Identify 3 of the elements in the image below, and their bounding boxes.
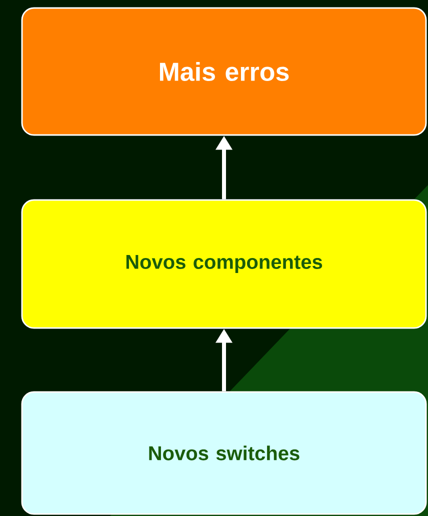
- process-box: Mais erros: [21, 7, 427, 136]
- process-box: Novos switches: [21, 391, 427, 515]
- process-box: Novos componentes: [21, 199, 427, 329]
